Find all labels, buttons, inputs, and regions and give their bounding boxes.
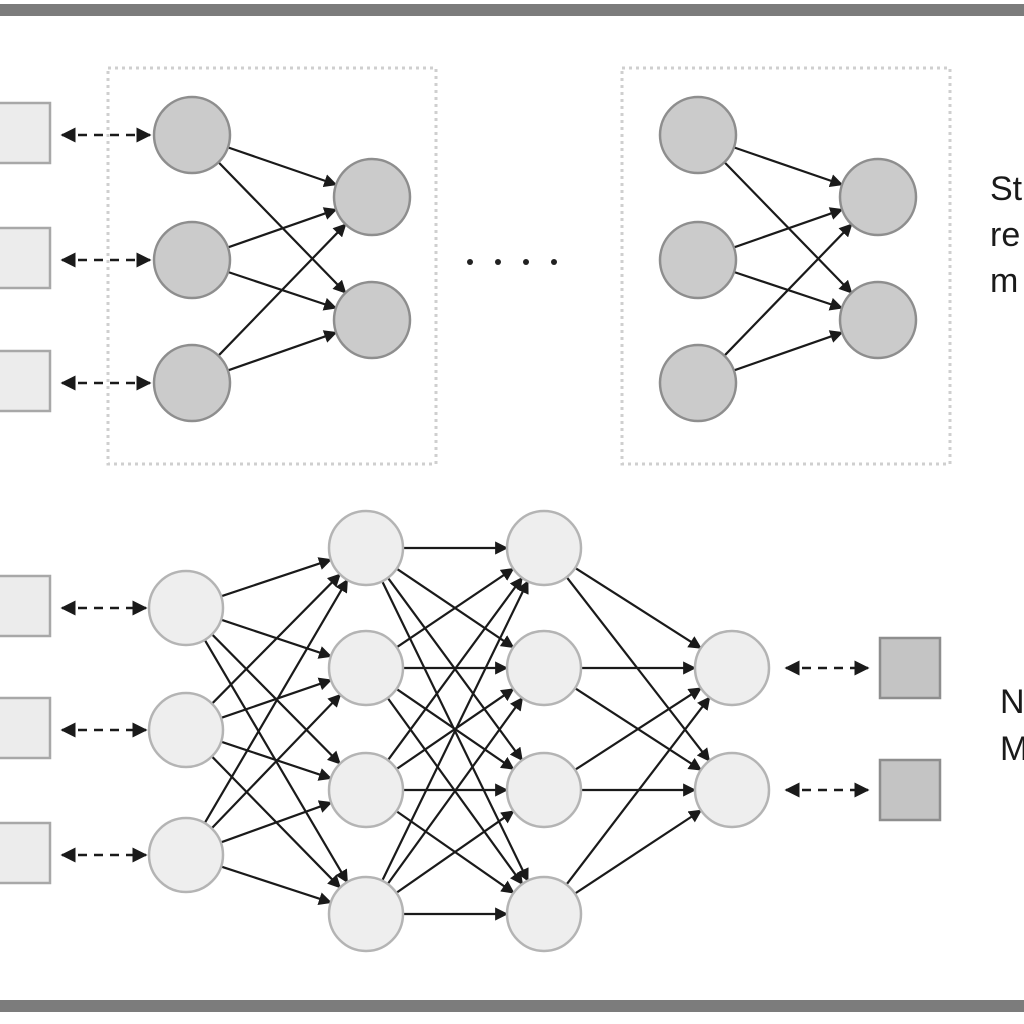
node-bottom-l1-4: [327, 875, 405, 953]
node-top-left-out-2: [332, 280, 412, 360]
edge-bottom-l1-l2: [387, 576, 523, 761]
edge-top-right: [723, 223, 853, 357]
top-label-line-1: St: [990, 170, 1023, 208]
node-bottom-l1-2: [327, 629, 405, 707]
bottom-label-line-1: N: [1000, 683, 1024, 721]
edge-top-right: [733, 330, 844, 372]
edge-bottom-l2-l3: [574, 687, 703, 771]
node-top-left-in-2: [152, 220, 232, 300]
bottom-input-square-1: [0, 574, 52, 638]
node-bottom-l3-1: [693, 629, 771, 707]
node-bottom-l0-3: [147, 816, 225, 894]
top-label-line-3: m: [990, 262, 1018, 300]
frame-top-border: [0, 4, 1024, 16]
top-input-square-2: [0, 226, 52, 290]
io-squares-layer: [0, 101, 942, 885]
frame-bottom-border: [0, 1000, 1024, 1012]
bottom-output-square-1: [878, 636, 942, 700]
bottom-label-line-2: M: [1000, 730, 1024, 768]
edge-bottom-l1-l2: [381, 580, 529, 882]
edge-top-right: [733, 146, 844, 187]
node-top-right-in-3: [658, 343, 738, 423]
node-top-right-in-1: [658, 95, 738, 175]
node-bottom-l3-2: [693, 751, 771, 829]
edge-top-left: [227, 146, 338, 187]
edge-top-left: [227, 207, 338, 249]
bottom-input-square-2: [0, 696, 52, 760]
dashed-arrows-layer: [60, 127, 870, 863]
node-bottom-l1-3: [327, 751, 405, 829]
group-box-right: [620, 66, 952, 466]
edge-bottom-l0-l1: [203, 578, 349, 824]
edge-bottom-l2-l3: [565, 696, 711, 886]
edge-bottom-l0-l1: [220, 557, 333, 598]
node-bottom-l2-4: [505, 875, 583, 953]
edge-bottom-l1-l2: [386, 696, 524, 885]
edge-bottom-l0-l1: [210, 693, 342, 830]
top-input-square-3: [0, 349, 52, 413]
edge-bottom-l0-l1: [220, 677, 333, 719]
node-bottom-l2-3: [505, 751, 583, 829]
node-bottom-l0-1: [147, 569, 225, 647]
node-bottom-l0-2: [147, 691, 225, 769]
node-top-right-out-2: [838, 280, 918, 360]
edge-top-right: [733, 207, 844, 249]
node-bottom-l2-2: [505, 629, 583, 707]
edge-bottom-l1-l2: [395, 810, 515, 894]
edge-bottom-l0-l1: [220, 800, 333, 844]
top-input-square-1: [0, 101, 52, 165]
edge-bottom-l0-l1: [211, 573, 341, 705]
connections-layer: [203, 146, 853, 921]
node-top-left-out-1: [332, 157, 412, 237]
group-box-left: [106, 66, 438, 466]
node-top-right-in-2: [658, 220, 738, 300]
edge-top-left: [227, 330, 338, 372]
node-bottom-l2-1: [505, 509, 583, 587]
edge-bottom-l2-l3: [574, 566, 702, 650]
edge-bottom-l2-l3: [574, 809, 703, 895]
node-bottom-l1-1: [327, 509, 405, 587]
bottom-output-square-2: [878, 758, 942, 822]
edge-bottom-l0-l1: [220, 865, 333, 906]
edge-top-left: [217, 223, 347, 357]
edge-bottom-l1-l2: [396, 567, 515, 649]
node-top-left-in-3: [152, 343, 232, 423]
top-label-line-2: re: [990, 216, 1020, 254]
ellipsis-dots: [467, 259, 557, 265]
node-top-right-out-1: [838, 157, 918, 237]
node-top-left-in-1: [152, 95, 232, 175]
bottom-input-square-3: [0, 821, 52, 885]
nodes-layer: [147, 95, 918, 953]
